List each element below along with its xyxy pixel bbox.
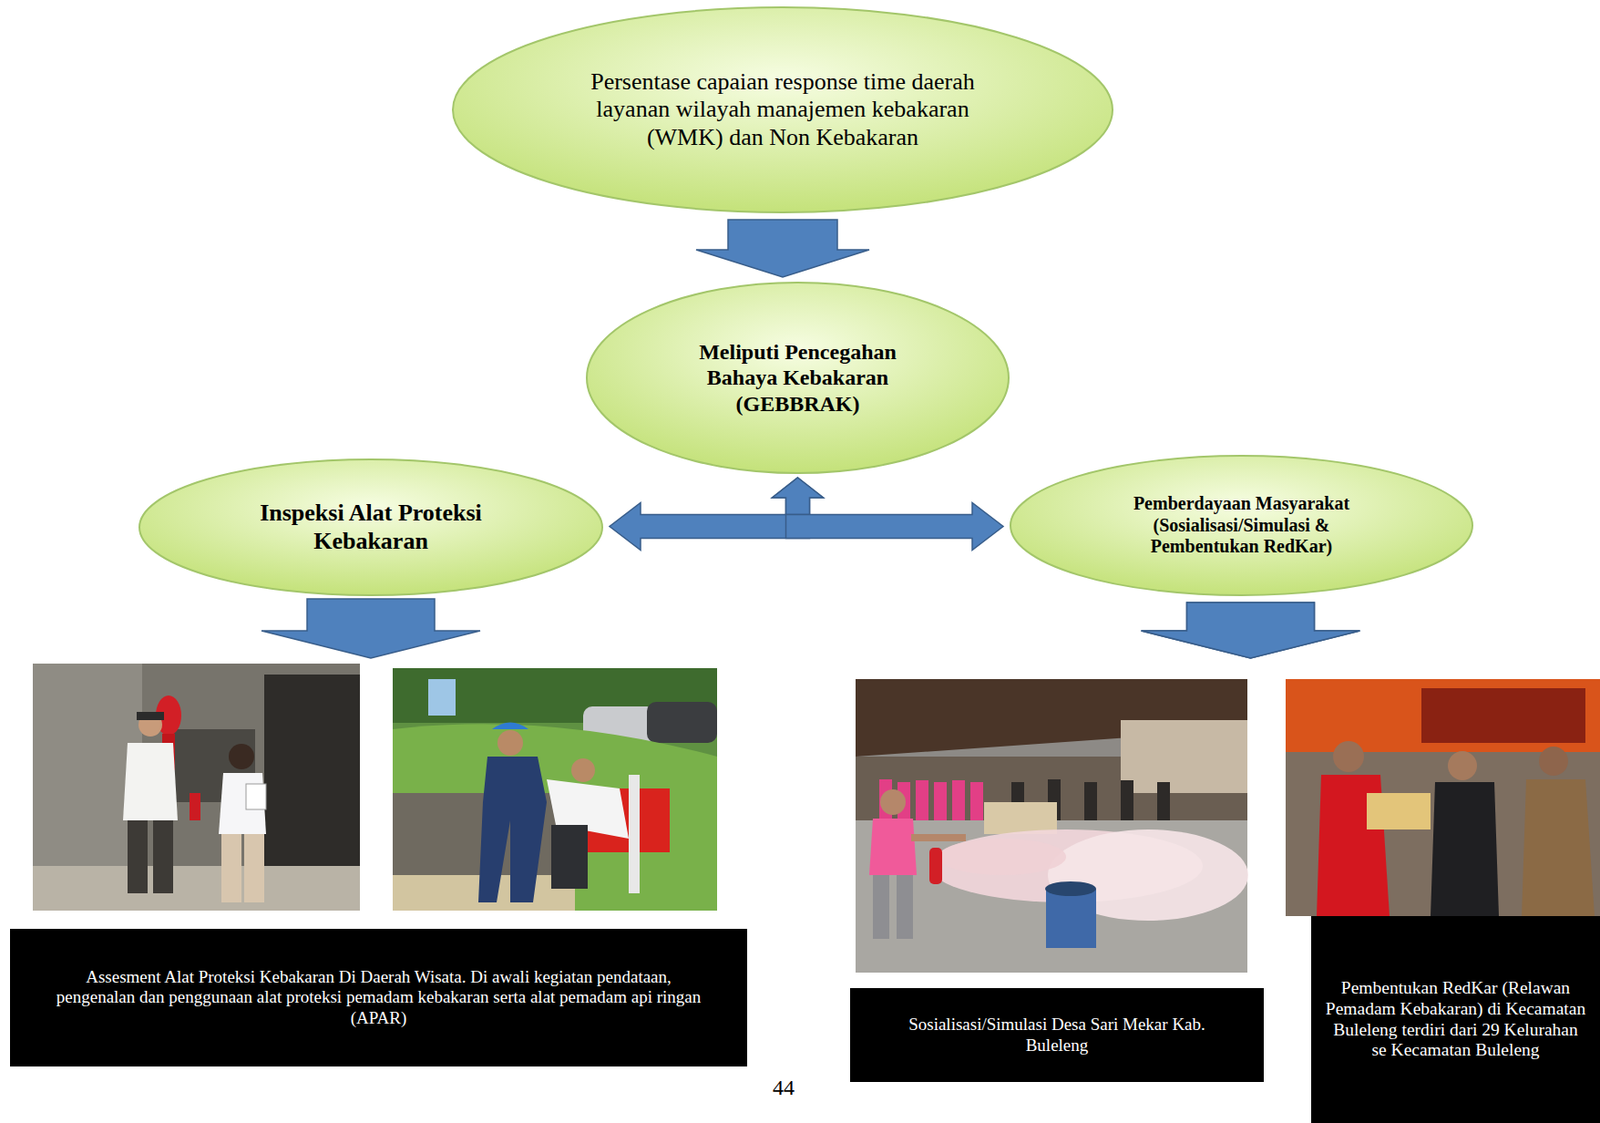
block-arrow [261,598,481,658]
ellipse-label: Persentase capaian response time daerah … [582,68,984,152]
photo-inspection-indoor [32,663,360,911]
activity-ellipse: Inspeksi Alat Proteksi Kebakaran [137,457,605,597]
text-holder: Persentase capaian response time daerah … [582,68,984,152]
caption-text: Assesment Alat Proteksi Kebakaran Di Dae… [46,966,711,1028]
ellipse-label: Pemberdayaan Masyarakat (Sosialisasi/Sim… [1109,492,1375,557]
text-holder: Inspeksi Alat Proteksi Kebakaran [234,499,508,555]
block-arrow-part [696,219,870,277]
ellipse-outline [139,459,603,595]
block-arrow-part [1141,602,1361,658]
ellipse-outline [586,282,1009,473]
text-holder: Assesment Alat Proteksi Kebakaran Di Dae… [46,966,711,1028]
caption-box: Sosialisasi/Simulasi Desa Sari Mekar Kab… [850,987,1264,1082]
block-arrow-part [786,502,1005,551]
block-arrow-part [772,477,824,515]
photo-simulation [855,678,1249,973]
block-arrow-part [609,502,811,551]
caption-box: Pembentukan RedKar (Relawan Pemadam Keba… [1311,915,1600,1123]
block-arrow-part [261,598,481,658]
text-holder: Meliputi Pencegahan Bahaya Kebakaran (GE… [684,338,913,416]
caption-text: Pembentukan RedKar (Relawan Pemadam Keba… [1323,977,1588,1061]
caption-box: Assesment Alat Proteksi Kebakaran Di Dae… [10,928,748,1067]
block-arrow [772,477,1005,551]
activity-ellipse: Pemberdayaan Masyarakat (Sosialisasi/Sim… [1008,453,1475,597]
photo-inspection-outdoor [392,667,718,911]
block-arrow [696,219,870,277]
text-holder: Sosialisasi/Simulasi Desa Sari Mekar Kab… [877,1014,1237,1055]
caption-text: Sosialisasi/Simulasi Desa Sari Mekar Kab… [877,1014,1237,1055]
program-ellipse: Meliputi Pencegahan Bahaya Kebakaran (GE… [584,280,1011,475]
ellipse-label: Meliputi Pencegahan Bahaya Kebakaran (GE… [684,338,913,416]
block-arrow [1141,602,1361,658]
page-number: 44 [772,1075,795,1100]
ellipse-label: Inspeksi Alat Proteksi Kebakaran [234,499,508,555]
block-arrow-part [1141,602,1361,658]
ellipse-outline [452,7,1113,213]
text-holder: Pembentukan RedKar (Relawan Pemadam Keba… [1323,977,1588,1061]
indicator-ellipse: Persentase capaian response time daerah … [451,5,1115,215]
ellipse-outline [1010,455,1473,595]
text-holder: Pemberdayaan Masyarakat (Sosialisasi/Sim… [1109,492,1375,557]
photo-redkar [1285,678,1600,916]
block-arrow [1141,602,1361,658]
block-arrow-part [772,477,824,515]
